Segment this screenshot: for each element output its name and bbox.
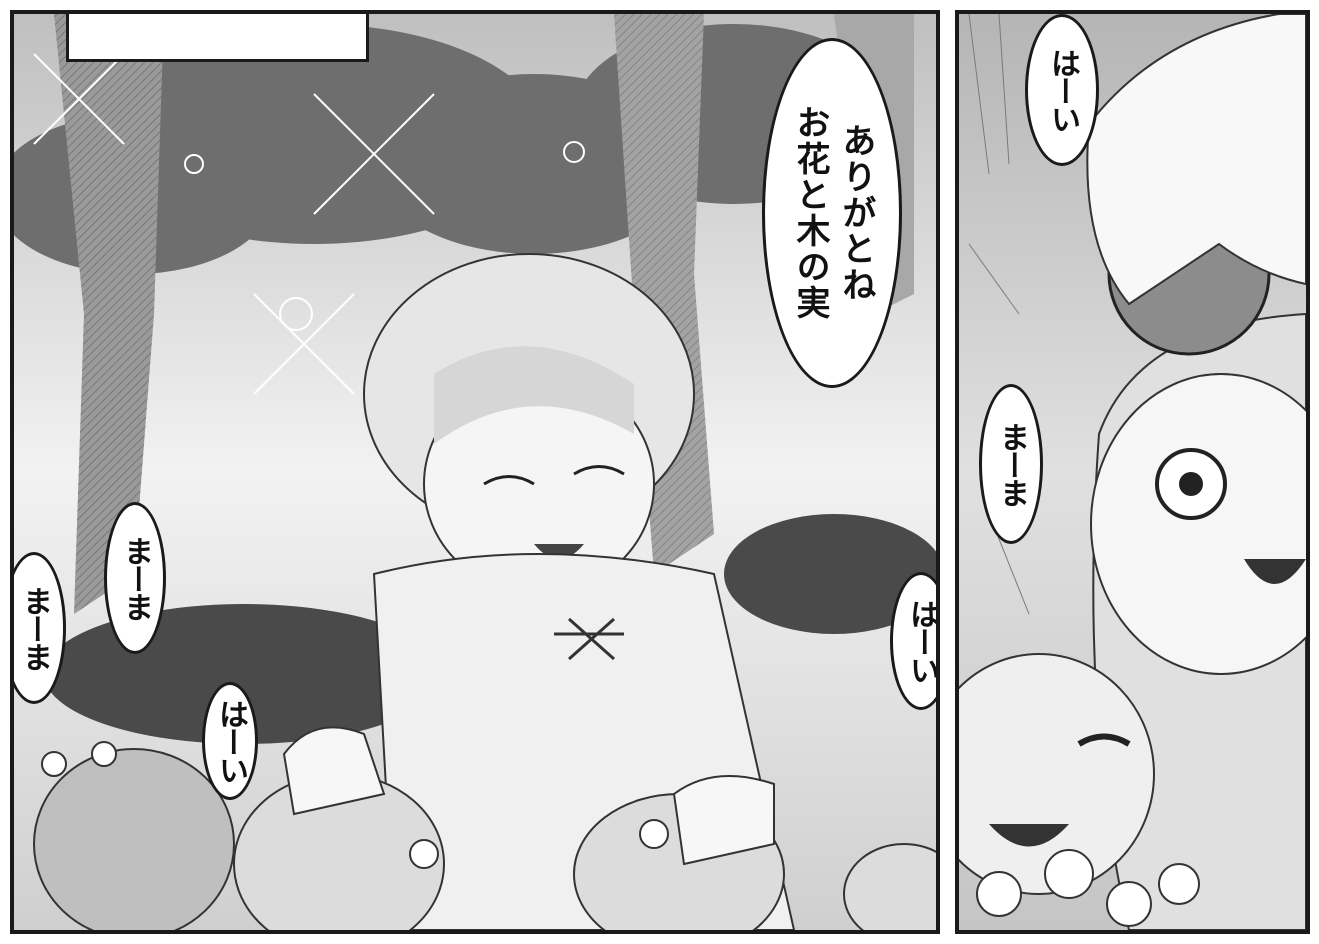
manga-panel-right: はーい まーま: [955, 10, 1310, 934]
narration-box: [66, 14, 369, 62]
voice-balloon-mama-inner: まーま: [104, 502, 166, 654]
sparkle-effects: [33, 53, 585, 395]
hand-holding-apple: [1086, 14, 1306, 306]
voice-balloon-mama: まーま: [979, 384, 1043, 544]
hands: [282, 726, 775, 866]
voice-balloon-hai-top: はーい: [1025, 14, 1099, 166]
voice-balloon-hai-center: はーい: [202, 682, 258, 800]
dialog-line-1: お花と木の実: [790, 105, 830, 321]
manga-panel-left: お花と木の実 ありがとね まーま まーま はーい はーい: [10, 10, 940, 934]
character-boy: [363, 253, 796, 930]
voice-balloon-mama-outer: まーま: [14, 552, 66, 704]
voice-balloon-hai-right: はーい: [890, 572, 936, 710]
tree-trunks: [54, 14, 914, 614]
flower-bouquet: [976, 849, 1200, 927]
flower-decorations: [41, 741, 669, 869]
speech-balloon-main: お花と木の実 ありがとね: [762, 38, 902, 388]
dialog-line-2: ありがとね: [835, 123, 876, 303]
character-toddler: [959, 653, 1155, 895]
child-heads: [33, 748, 936, 930]
